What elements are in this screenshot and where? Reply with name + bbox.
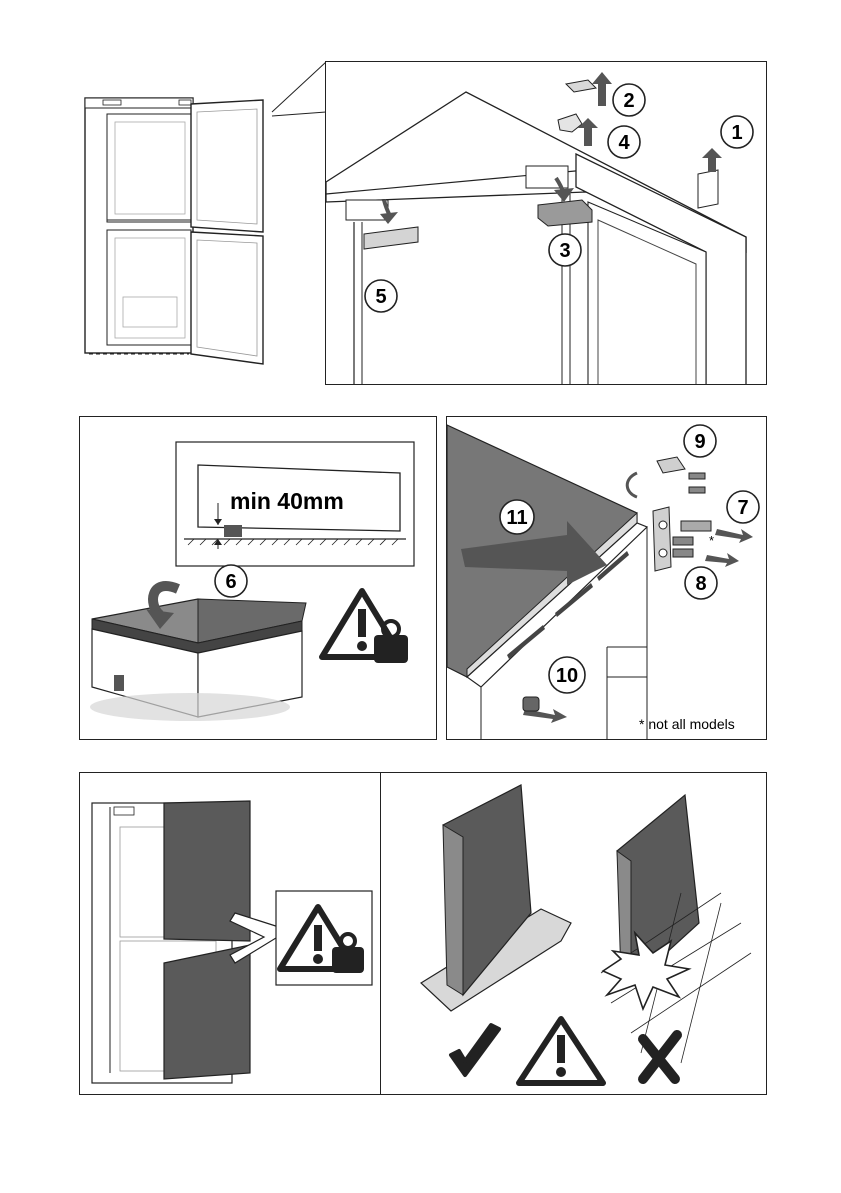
step-7-label: 7 <box>737 497 748 519</box>
warning-triangle-icon <box>519 1019 603 1083</box>
hinge-removal-panel: 2 4 1 3 5 <box>325 61 767 385</box>
check-mark-icon <box>451 1025 499 1075</box>
step-4-label: 4 <box>618 132 630 154</box>
not-all-models-note: * not all models <box>639 716 735 732</box>
step-1-label: 1 <box>731 122 742 144</box>
step-10-label: 10 <box>556 665 578 687</box>
min-clearance-label: min 40mm <box>230 488 344 514</box>
detach-doors-panel <box>79 772 381 1095</box>
step-marker: 2 <box>613 84 645 116</box>
lay-door-panel: min 40mm 6 <box>79 416 437 740</box>
cross-mark-icon <box>643 1035 677 1079</box>
step-9-label: 9 <box>694 431 705 453</box>
step-3-label: 3 <box>559 240 570 262</box>
step-2-label: 2 <box>623 90 634 112</box>
door-storage-panel <box>380 772 767 1095</box>
step-5-label: 5 <box>375 286 386 308</box>
step-6-label: 6 <box>225 571 236 593</box>
remove-hinge-parts-panel: 11 9 7 * 8 10 * not all models <box>446 416 767 740</box>
step-8-label: 8 <box>695 573 706 595</box>
asterisk-label: * <box>709 533 714 548</box>
step-11-label: 11 <box>506 507 527 529</box>
